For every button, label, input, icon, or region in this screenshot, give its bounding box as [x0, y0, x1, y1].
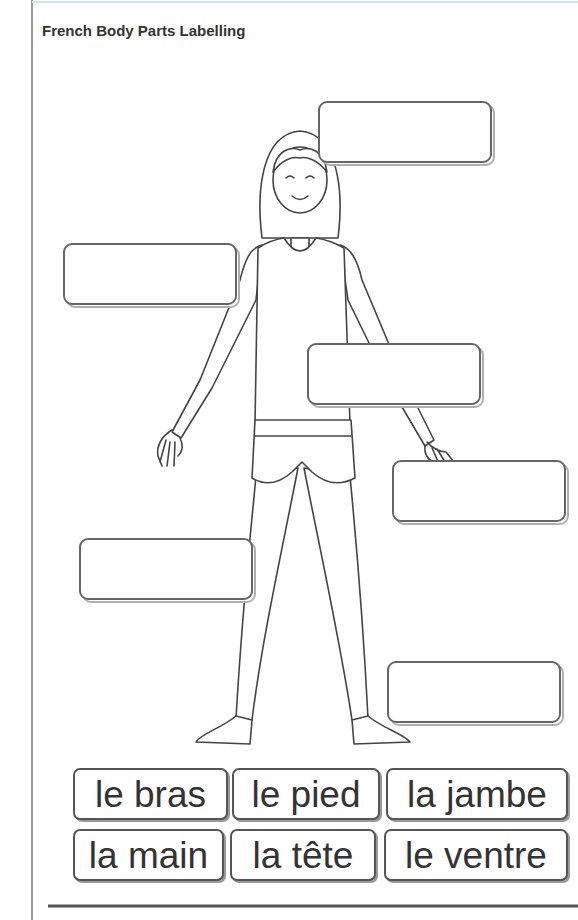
waistband — [255, 435, 351, 437]
answer-box — [393, 461, 565, 521]
left-foot — [196, 716, 252, 744]
pants — [252, 420, 355, 483]
worksheet-title: French Body Parts Labelling — [42, 22, 245, 39]
top-rule — [32, 1, 578, 3]
word-bank-box: le pied — [232, 768, 380, 820]
margin-line — [31, 0, 33, 920]
french-word: la jambe — [407, 776, 547, 813]
word-bank-box: la tête — [230, 829, 376, 881]
answer-box — [319, 102, 491, 162]
answer-box — [80, 539, 252, 599]
word-bank-box: le bras — [73, 768, 228, 820]
french-word: la tête — [253, 837, 354, 874]
eyes — [286, 176, 314, 178]
left-hand — [158, 430, 183, 466]
bottom-rule — [48, 905, 578, 908]
right-leg — [304, 468, 368, 720]
word-bank-box: le ventre — [384, 829, 568, 881]
smile — [292, 196, 308, 200]
french-word: la main — [89, 837, 208, 874]
answer-box — [308, 344, 480, 404]
answer-box — [64, 244, 236, 304]
word-bank-box: la main — [73, 829, 224, 881]
french-word: le pied — [251, 776, 360, 813]
french-word: le ventre — [405, 837, 547, 874]
french-word: le bras — [95, 776, 206, 813]
word-bank-box: la jambe — [386, 768, 568, 820]
answer-box — [388, 662, 560, 722]
